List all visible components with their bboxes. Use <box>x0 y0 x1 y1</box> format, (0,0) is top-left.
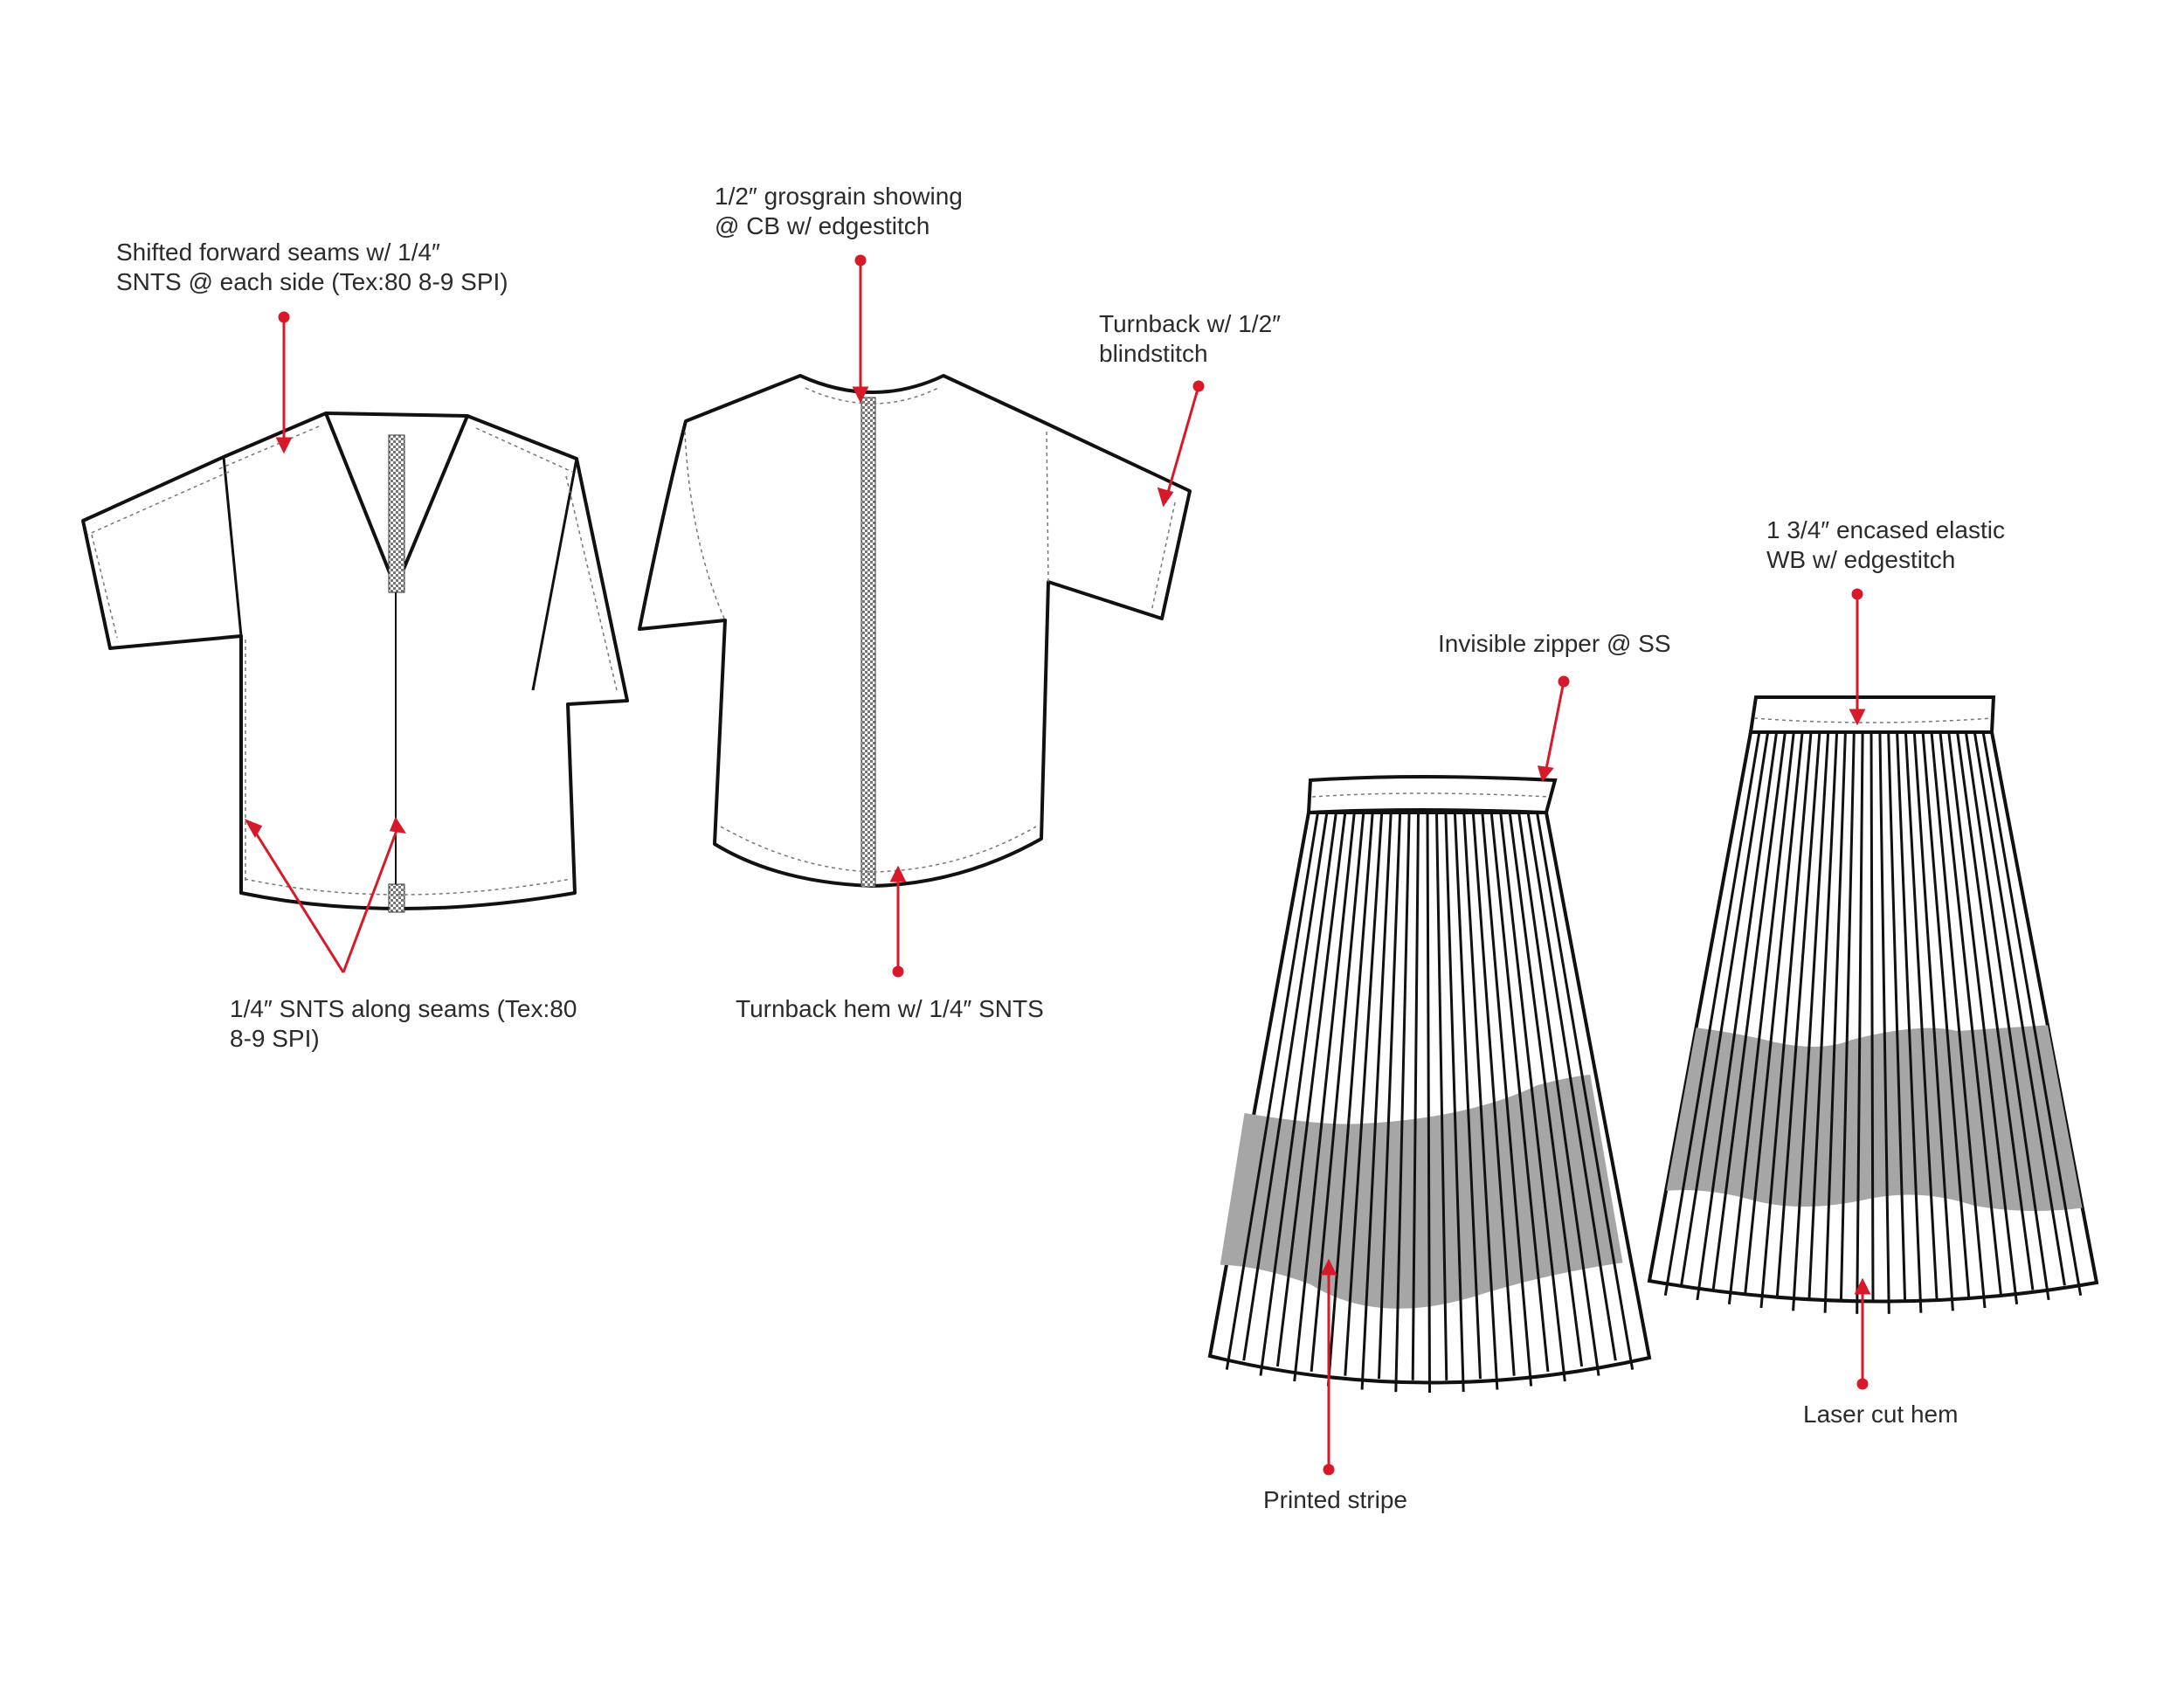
pleat-line <box>1839 731 1856 1302</box>
pleat-line <box>1912 731 1954 1311</box>
callout-line: 1/4″ SNTS along seams (Tex:80 <box>230 995 577 1022</box>
back-stitching <box>684 387 1176 873</box>
pleat-line <box>1326 812 1374 1387</box>
callout-line: 8-9 SPI) <box>230 1025 320 1052</box>
callout-line: Laser cut hem <box>1803 1401 1959 1428</box>
pleat-line <box>1489 812 1550 1373</box>
callout-line: Invisible zipper @ SS <box>1438 630 1671 657</box>
pleat-line <box>1775 731 1821 1297</box>
pleat-line <box>1680 731 1770 1286</box>
pleat-line <box>1904 731 1939 1300</box>
callout-snts-seams: 1/4″ SNTS along seams (Tex:80 8-9 SPI) <box>230 994 577 1054</box>
pleat-line <box>1870 731 1875 1303</box>
pleat-line <box>1225 812 1319 1370</box>
pleat-line <box>1896 731 1923 1313</box>
pleat-line <box>1856 731 1864 1314</box>
pleat-line <box>1453 812 1482 1380</box>
pleat-line <box>1378 812 1402 1380</box>
skirt-printed-stripe <box>1206 775 1652 1394</box>
pleat-line <box>1526 812 1617 1361</box>
callout-line: Printed stripe <box>1263 1486 1407 1513</box>
pleat-line <box>1696 731 1779 1301</box>
pleat-line <box>1981 731 2083 1296</box>
pleat-line <box>1823 731 1847 1313</box>
callout-turnback-hem: Turnback hem w/ 1/4″ SNTS <box>736 994 1044 1024</box>
pleat-line <box>1462 812 1499 1390</box>
pleat-line <box>1508 812 1584 1367</box>
callout-line: 1 3/4″ encased elastic <box>1766 516 2005 543</box>
pleat-line <box>1921 731 1971 1297</box>
callout-elastic-wb: 1 3/4″ encased elastic WB w/ edgestitch <box>1766 515 2005 575</box>
pleat-line <box>1759 731 1813 1309</box>
pleat-line <box>1293 812 1356 1382</box>
back-top <box>638 374 1192 888</box>
callout-line: Turnback hem w/ 1/4″ SNTS <box>736 995 1044 1022</box>
callout-invisible-zipper: Invisible zipper @ SS <box>1438 629 1671 659</box>
pleat-line <box>1394 812 1411 1393</box>
front-grosgrain-panel <box>388 434 405 593</box>
pleat-line <box>1956 731 2035 1290</box>
pleat-line <box>1426 812 1431 1394</box>
pleat-line <box>1663 731 1761 1296</box>
pleat-line <box>1499 812 1566 1382</box>
front-hem-grosgrain <box>388 883 405 913</box>
pleat-line <box>1536 812 1635 1370</box>
pleat-line <box>1435 812 1448 1380</box>
pleat-line <box>1517 812 1600 1376</box>
callout-line: 1/2″ grosgrain showing <box>715 183 963 210</box>
callout-line: blindstitch <box>1099 340 1208 367</box>
callout-turnback-sleeve: Turnback w/ 1/2″ blindstitch <box>1099 309 1281 369</box>
pleat-line <box>1444 812 1465 1393</box>
back-grosgrain <box>860 397 876 888</box>
pleat-line <box>1259 812 1337 1376</box>
pleat-line <box>1481 812 1533 1387</box>
callout-laser-cut-hem: Laser cut hem <box>1803 1400 1958 1429</box>
pleat-line <box>1807 731 1839 1300</box>
front-stitching <box>86 425 618 896</box>
pleat-line <box>1310 812 1365 1373</box>
front-top <box>81 412 629 910</box>
pleat-line <box>1964 731 2050 1301</box>
pleat-line <box>1727 731 1795 1304</box>
callout-shifted-seams: Shifted forward seams w/ 1/4″ SNTS @ eac… <box>116 238 508 297</box>
pleat-line <box>1973 731 2066 1286</box>
callout-printed-stripe: Printed stripe <box>1263 1485 1407 1515</box>
pleat-line <box>1930 731 1987 1309</box>
pleat-line <box>1360 812 1393 1390</box>
callout-leaders <box>244 254 1871 1476</box>
pleat-line <box>1242 812 1329 1361</box>
pleat-line <box>1947 731 2019 1304</box>
pleat-line <box>1887 731 1907 1302</box>
callout-grosgrain: 1/2″ grosgrain showing @ CB w/ edgestitc… <box>715 182 963 241</box>
pleat-line <box>1344 812 1384 1376</box>
pleat-line <box>1411 812 1420 1380</box>
pleat-line <box>1744 731 1804 1295</box>
skirt-laser-cut-hem <box>1647 695 2099 1314</box>
pleat-line <box>1792 731 1830 1311</box>
callout-line: WB w/ edgestitch <box>1766 546 1956 573</box>
pleat-line <box>1711 731 1787 1290</box>
pleat-line <box>1471 812 1516 1376</box>
pleat-line <box>1275 812 1347 1367</box>
callout-line: SNTS @ each side (Tex:80 8-9 SPI) <box>116 268 508 295</box>
pleat-line <box>1939 731 2002 1295</box>
callout-line: Shifted forward seams w/ 1/4″ <box>116 239 440 266</box>
callout-line: @ CB w/ edgestitch <box>715 212 930 239</box>
callout-line: Turnback w/ 1/2″ <box>1099 310 1282 337</box>
pleat-line <box>1878 731 1890 1314</box>
